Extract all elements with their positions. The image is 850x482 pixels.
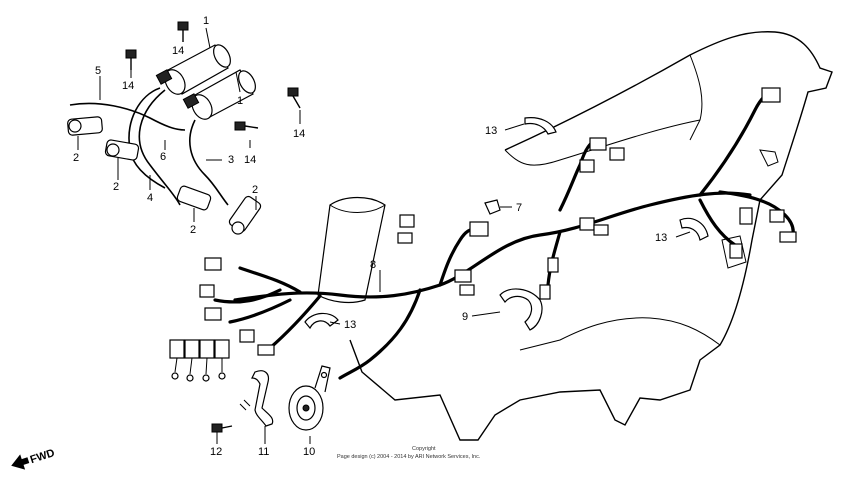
callout-3: 3 [228, 154, 234, 166]
plug-cap-2a [67, 116, 103, 136]
leader-lines [77, 27, 691, 444]
plug-wire-6 [138, 89, 181, 206]
callout-13b: 13 [655, 232, 667, 244]
callout-9: 9 [462, 311, 468, 323]
callout-2d: 2 [252, 184, 258, 196]
fwd-label: FWD [29, 447, 57, 466]
harness-branch-down [698, 198, 737, 247]
headstock-tube [317, 196, 386, 304]
plug-wire-3 [189, 119, 229, 206]
frame-outline [349, 31, 833, 441]
callout-4: 4 [147, 192, 153, 204]
callout-10: 10 [303, 446, 315, 458]
plug-cap-2c [176, 185, 212, 211]
harness-branch-right [718, 190, 795, 240]
fwd-arrow-icon [11, 454, 30, 470]
callout-11: 11 [258, 446, 269, 458]
harness-connectors [199, 87, 797, 356]
horn-10 [288, 365, 331, 431]
plug-wire-5 [69, 102, 186, 131]
callout-14c: 14 [293, 128, 305, 140]
callout-14a: 14 [172, 45, 184, 57]
bolt-12 [211, 423, 233, 433]
clamp-13a [524, 117, 557, 135]
frame-inner-rail [504, 119, 701, 166]
headstock-tube-top [329, 204, 386, 213]
stay-clip [239, 399, 251, 411]
harness-branch-front-2 [228, 298, 292, 324]
callout-6: 6 [160, 151, 166, 163]
harness-branch-rear [698, 90, 772, 197]
callout-14d: 14 [244, 154, 256, 166]
clamp-13c [304, 312, 339, 330]
harness-branch-front-3 [268, 294, 322, 350]
band-9 [499, 288, 543, 331]
callout-2a: 2 [73, 152, 79, 164]
callout-7: 7 [516, 202, 522, 214]
harness-branch-front-1 [238, 266, 302, 294]
callout-14b: 14 [122, 80, 134, 92]
copyright-line-1: Copyright [412, 446, 436, 452]
plug-wire-4 [128, 87, 166, 189]
frame-bracket-2 [721, 235, 747, 269]
bolt-14c [287, 87, 301, 109]
fwd-indicator: FWD [11, 447, 57, 470]
harness-branch-front-4 [213, 288, 282, 304]
callout-1a: 1 [203, 15, 209, 27]
frame-tail-top [689, 54, 703, 141]
stay-11 [251, 370, 274, 427]
callout-2b: 2 [113, 181, 119, 193]
callout-13a: 13 [485, 125, 497, 137]
harness-branch-lower [338, 288, 422, 380]
clip-7 [484, 199, 501, 215]
plug-cap-2d [228, 195, 262, 235]
main-harness [233, 191, 752, 302]
ignition-coil-upper [155, 44, 231, 95]
frame-bracket [759, 149, 779, 167]
clamp-13b [679, 217, 709, 241]
copyright-line-2: Page design (c) 2004 - 2014 by ARI Netwo… [337, 454, 481, 460]
callout-5: 5 [95, 65, 101, 77]
callout-1b: 1 [237, 95, 243, 107]
callout-2c: 2 [190, 224, 196, 236]
bolt-14b [125, 49, 137, 70]
plug-cap-2b [104, 139, 140, 161]
bolt-14d [234, 121, 259, 131]
callout-8: 8 [370, 259, 376, 271]
callout-12: 12 [210, 446, 222, 458]
front-connector-cluster [169, 339, 230, 382]
callout-13c: 13 [344, 319, 356, 331]
frame-lower-rail [519, 317, 721, 351]
